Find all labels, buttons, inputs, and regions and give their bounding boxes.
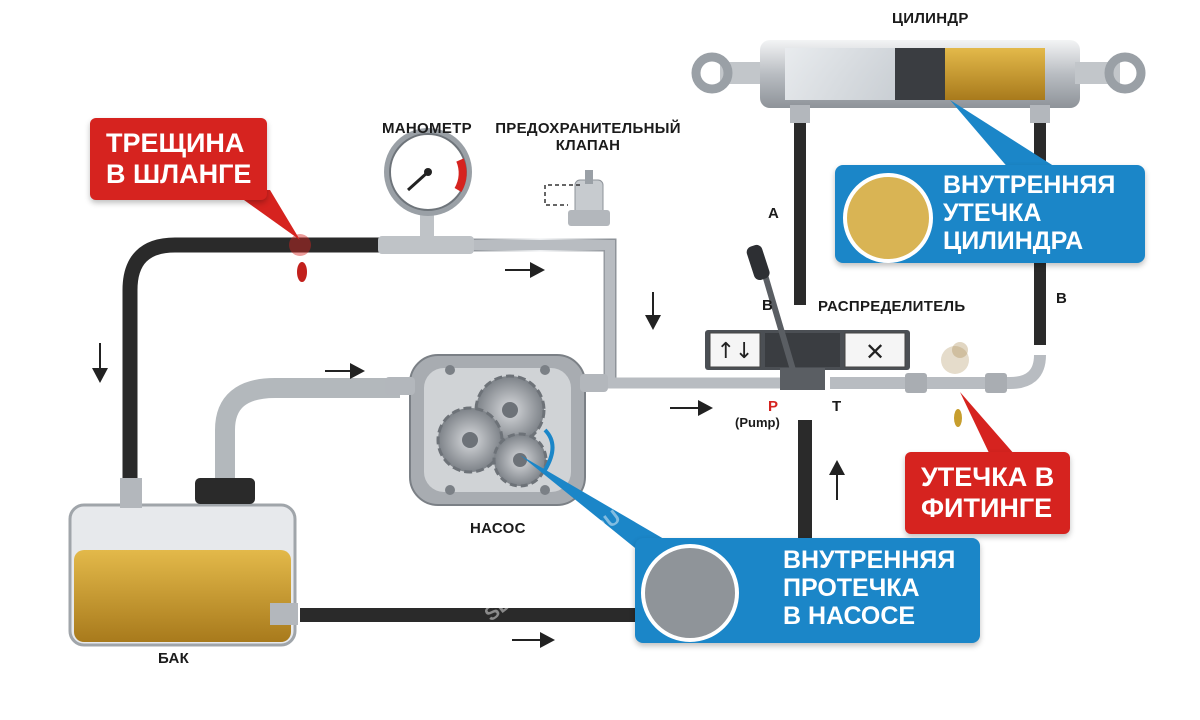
hose-crack-callout: ТРЕЩИНА В ШЛАНГЕ (90, 118, 268, 200)
pipe-relief-steel (470, 240, 615, 385)
pump-leak-callout: ВНУТРЕННЯЯ ПРОТЕЧКА В НАСОСЕ (635, 538, 980, 643)
cylinder-leak-line3: ЦИЛИНДРА (943, 227, 1084, 255)
hose-crack-mark (289, 234, 311, 282)
return-hose-left (122, 237, 388, 503)
hydraulic-cylinder (691, 40, 1146, 123)
pipe-to-b (830, 354, 1046, 389)
pressure-gauge (378, 128, 474, 254)
cylinder-callout-pointer (950, 100, 1060, 170)
relief-valve-label-line1: ПРЕДОХРАНИТЕЛЬНЫЙ (495, 120, 681, 137)
port-t-label: Т (832, 398, 842, 415)
gauge-label: МАНОМЕТР (382, 120, 472, 137)
port-p-label: Р (768, 398, 779, 415)
fitting-right-1 (905, 373, 927, 393)
suction-hose (215, 378, 400, 478)
pump-callout-pointer (520, 455, 700, 560)
cylinder-leak-callout: ВНУТРЕННЯЯ УТЕЧКА ЦИЛИНДРА (835, 165, 1145, 263)
cylinder-leak-magnifier (843, 173, 933, 263)
pump-leak-magnifier (641, 544, 739, 642)
hose-crack-line2: В ШЛАНГЕ (106, 159, 252, 189)
svg-text:✕: ✕ (865, 338, 885, 366)
pump-leak-line3: В НАСОСЕ (783, 602, 916, 630)
cylinder-label: ЦИЛИНДР (892, 10, 969, 27)
cylinder-leak-line1: ВНУТРЕННЯЯ (943, 171, 1116, 199)
fitting-leak-line1: УТЕЧКА В (921, 462, 1055, 492)
hose-callout-pointer (230, 190, 300, 240)
directional-valve: ↑↓ ✕ (705, 244, 910, 390)
distributor-label: РАСПРЕДЕЛИТЕЛЬ (818, 298, 966, 315)
fitting-right-2 (985, 373, 1007, 393)
hose-crack-line1: ТРЕЩИНА (106, 128, 245, 158)
pump-leak-line1: ВНУТРЕННЯЯ (783, 546, 956, 574)
port-b-left-label: В (762, 297, 773, 314)
relief-valve-label: ПРЕДОХРАНИТЕЛЬНЫЙ КЛАПАН (488, 120, 688, 154)
oil-tank (68, 478, 298, 647)
relief-valve-label-line2: КЛАПАН (555, 137, 621, 154)
flow-arrows (92, 262, 845, 648)
fitting-leak-callout: УТЕЧКА В ФИТИНГЕ (905, 452, 1071, 534)
port-b-right-label: В (1056, 290, 1067, 307)
fitting-leak-line2: ФИТИНГЕ (921, 493, 1053, 523)
tank-label: БАК (158, 650, 190, 667)
svg-text:↑↓: ↑↓ (717, 339, 754, 364)
port-p-sub-label: (Pump) (735, 415, 780, 430)
pump-leak-line2: ПРОТЕЧКА (783, 574, 920, 602)
cylinder-leak-line2: УТЕЧКА (943, 199, 1042, 227)
pump-label: НАСОС (470, 520, 526, 537)
fitting-callout-pointer (960, 392, 1015, 455)
port-a-label: А (768, 205, 779, 222)
fitting-leak-spray (941, 342, 969, 427)
gear-pump (385, 354, 608, 506)
relief-valve (544, 170, 610, 226)
